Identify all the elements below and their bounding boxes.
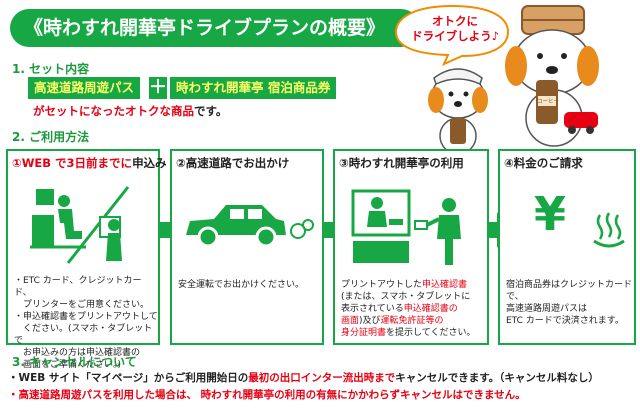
step-1-line: 画面をご準備ください。)	[14, 360, 122, 370]
step-3-card: ③時わすれ開華亭の利用 プリントアウトした申込確認書 (または、スマホ・タブレット…	[333, 149, 489, 345]
step-1-line: ・申込確認書をプリントアウトして	[14, 312, 158, 322]
bubble-line-1: オトクに	[432, 14, 478, 28]
step-1-text: ・ETC カード、クレジットカード、 プリンターをご用意ください。 ・申込確認書…	[14, 275, 158, 371]
step-3-seg: 表示されている	[341, 304, 404, 314]
step-3-seg: 運転免許証等の	[380, 316, 444, 326]
bubble-line-2: ドライブしよう♪	[411, 29, 499, 43]
step-1-card: ①WEB で3日前までに申込み ・ETC カード、クレジットカード、 プリンター…	[6, 149, 167, 370]
section3-heading: 3. キャンセルについて	[12, 355, 137, 369]
step-3-text: プリントアウトした申込確認書 (または、スマホ・タブレットに表示されている申込確認…	[341, 279, 485, 339]
step-4-line: 高速道路周遊パスは	[506, 304, 588, 314]
cancel-policy-line-2: ・高速道路周遊パスを利用した場合は、 時わすれ開華亭の利用の有無にかかわらずキャ…	[8, 389, 526, 401]
step-3-seg: 身分証明書	[341, 328, 387, 338]
step-3-seg: (または、スマホ・タブレットに	[341, 292, 471, 302]
step-3-seg: )及び	[359, 316, 381, 326]
car-icon	[186, 205, 314, 248]
step-1-title-highlight: ①WEB で3日前までに	[12, 156, 133, 170]
step-4-line: ETC カードで決済されます。	[506, 316, 624, 326]
page-title: 《時わすれ開華亭ドライブプランの概要》	[10, 9, 420, 47]
step-3-seg: 申込確認書の	[403, 304, 458, 314]
set-item-highway-pass: 高速道路周遊パス	[28, 77, 141, 99]
section1-heading: 1. セット内容	[12, 62, 90, 76]
step-4-title: ④料金のご請求	[504, 156, 583, 170]
set-description-highlight: がセットになったオトクな商品	[33, 104, 194, 118]
cancel-text: ・WEB サイト「マイページ」からご利用開始日の	[8, 372, 249, 384]
section2-heading: 2. ご利用方法	[12, 130, 90, 144]
step-2-text: 安全運転でお出かけください。	[178, 279, 304, 291]
step-4-card: ④料金のご請求 ¥ 宿泊商品券はクレジットカードで、 高速道路周遊パスは ETC…	[498, 149, 636, 345]
set-description-end: です。	[194, 104, 228, 118]
step-3-seg: 申込確認書	[422, 280, 468, 290]
set-item-hotel-voucher: 時わすれ開華亭 宿泊商品券	[170, 77, 337, 99]
hot-spring-icon	[593, 212, 625, 248]
cancel-policy-line-1: ・WEB サイト「マイページ」からご利用開始日の最初の出口インター流出時までキャ…	[8, 370, 599, 385]
coffee-can-label: コーヒー	[537, 99, 560, 105]
cancel-deadline: 最初の出口インター流出時まで	[248, 372, 396, 384]
cancel-text: キャンセルできます。（キャンセル料なし）	[395, 372, 599, 384]
step-1-line: プリンターをご用意ください。	[14, 300, 150, 310]
set-description: がセットになったオトクな商品です。	[33, 103, 227, 119]
big-dog-mascot-icon	[505, 5, 599, 147]
step-2-line: 安全運転でお出かけください。	[178, 280, 305, 290]
speech-bubble	[394, 4, 510, 66]
step-4-line: 宿泊商品券はクレジットカードで、	[506, 280, 633, 302]
step-3-seg: を提示してください。	[386, 328, 476, 338]
step-2-title: ②高速道路でお出かけ	[176, 156, 290, 170]
speech-bubble-text: オトクに ドライブしよう♪	[410, 14, 500, 44]
step-1-line: ください。(スマホ・タブレットで	[14, 324, 153, 346]
step-1-line: ・ETC カード、クレジットカード、	[14, 276, 142, 298]
step-3-seg: 画面	[341, 316, 360, 326]
step-3-seg: プリントアウトした	[341, 280, 423, 290]
step-4-text: 宿泊商品券はクレジットカードで、 高速道路周遊パスは ETC カードで決済されま…	[506, 279, 634, 327]
yen-icon: ¥	[534, 187, 567, 241]
step-3-title: ③時わすれ開華亭の利用	[339, 156, 464, 170]
step-1-line: お申込みの方は申込確認書の	[14, 348, 141, 358]
web-application-icon	[30, 186, 130, 264]
step-2-card: ②高速道路でお出かけ 安全運転でお出かけください。	[170, 149, 324, 345]
hotel-reception-icon	[351, 189, 461, 265]
plus-sign: ＋	[149, 77, 167, 99]
step-1-title-end: 申込み	[132, 156, 167, 170]
step-1-title: ①WEB で3日前までに申込み	[12, 155, 167, 171]
